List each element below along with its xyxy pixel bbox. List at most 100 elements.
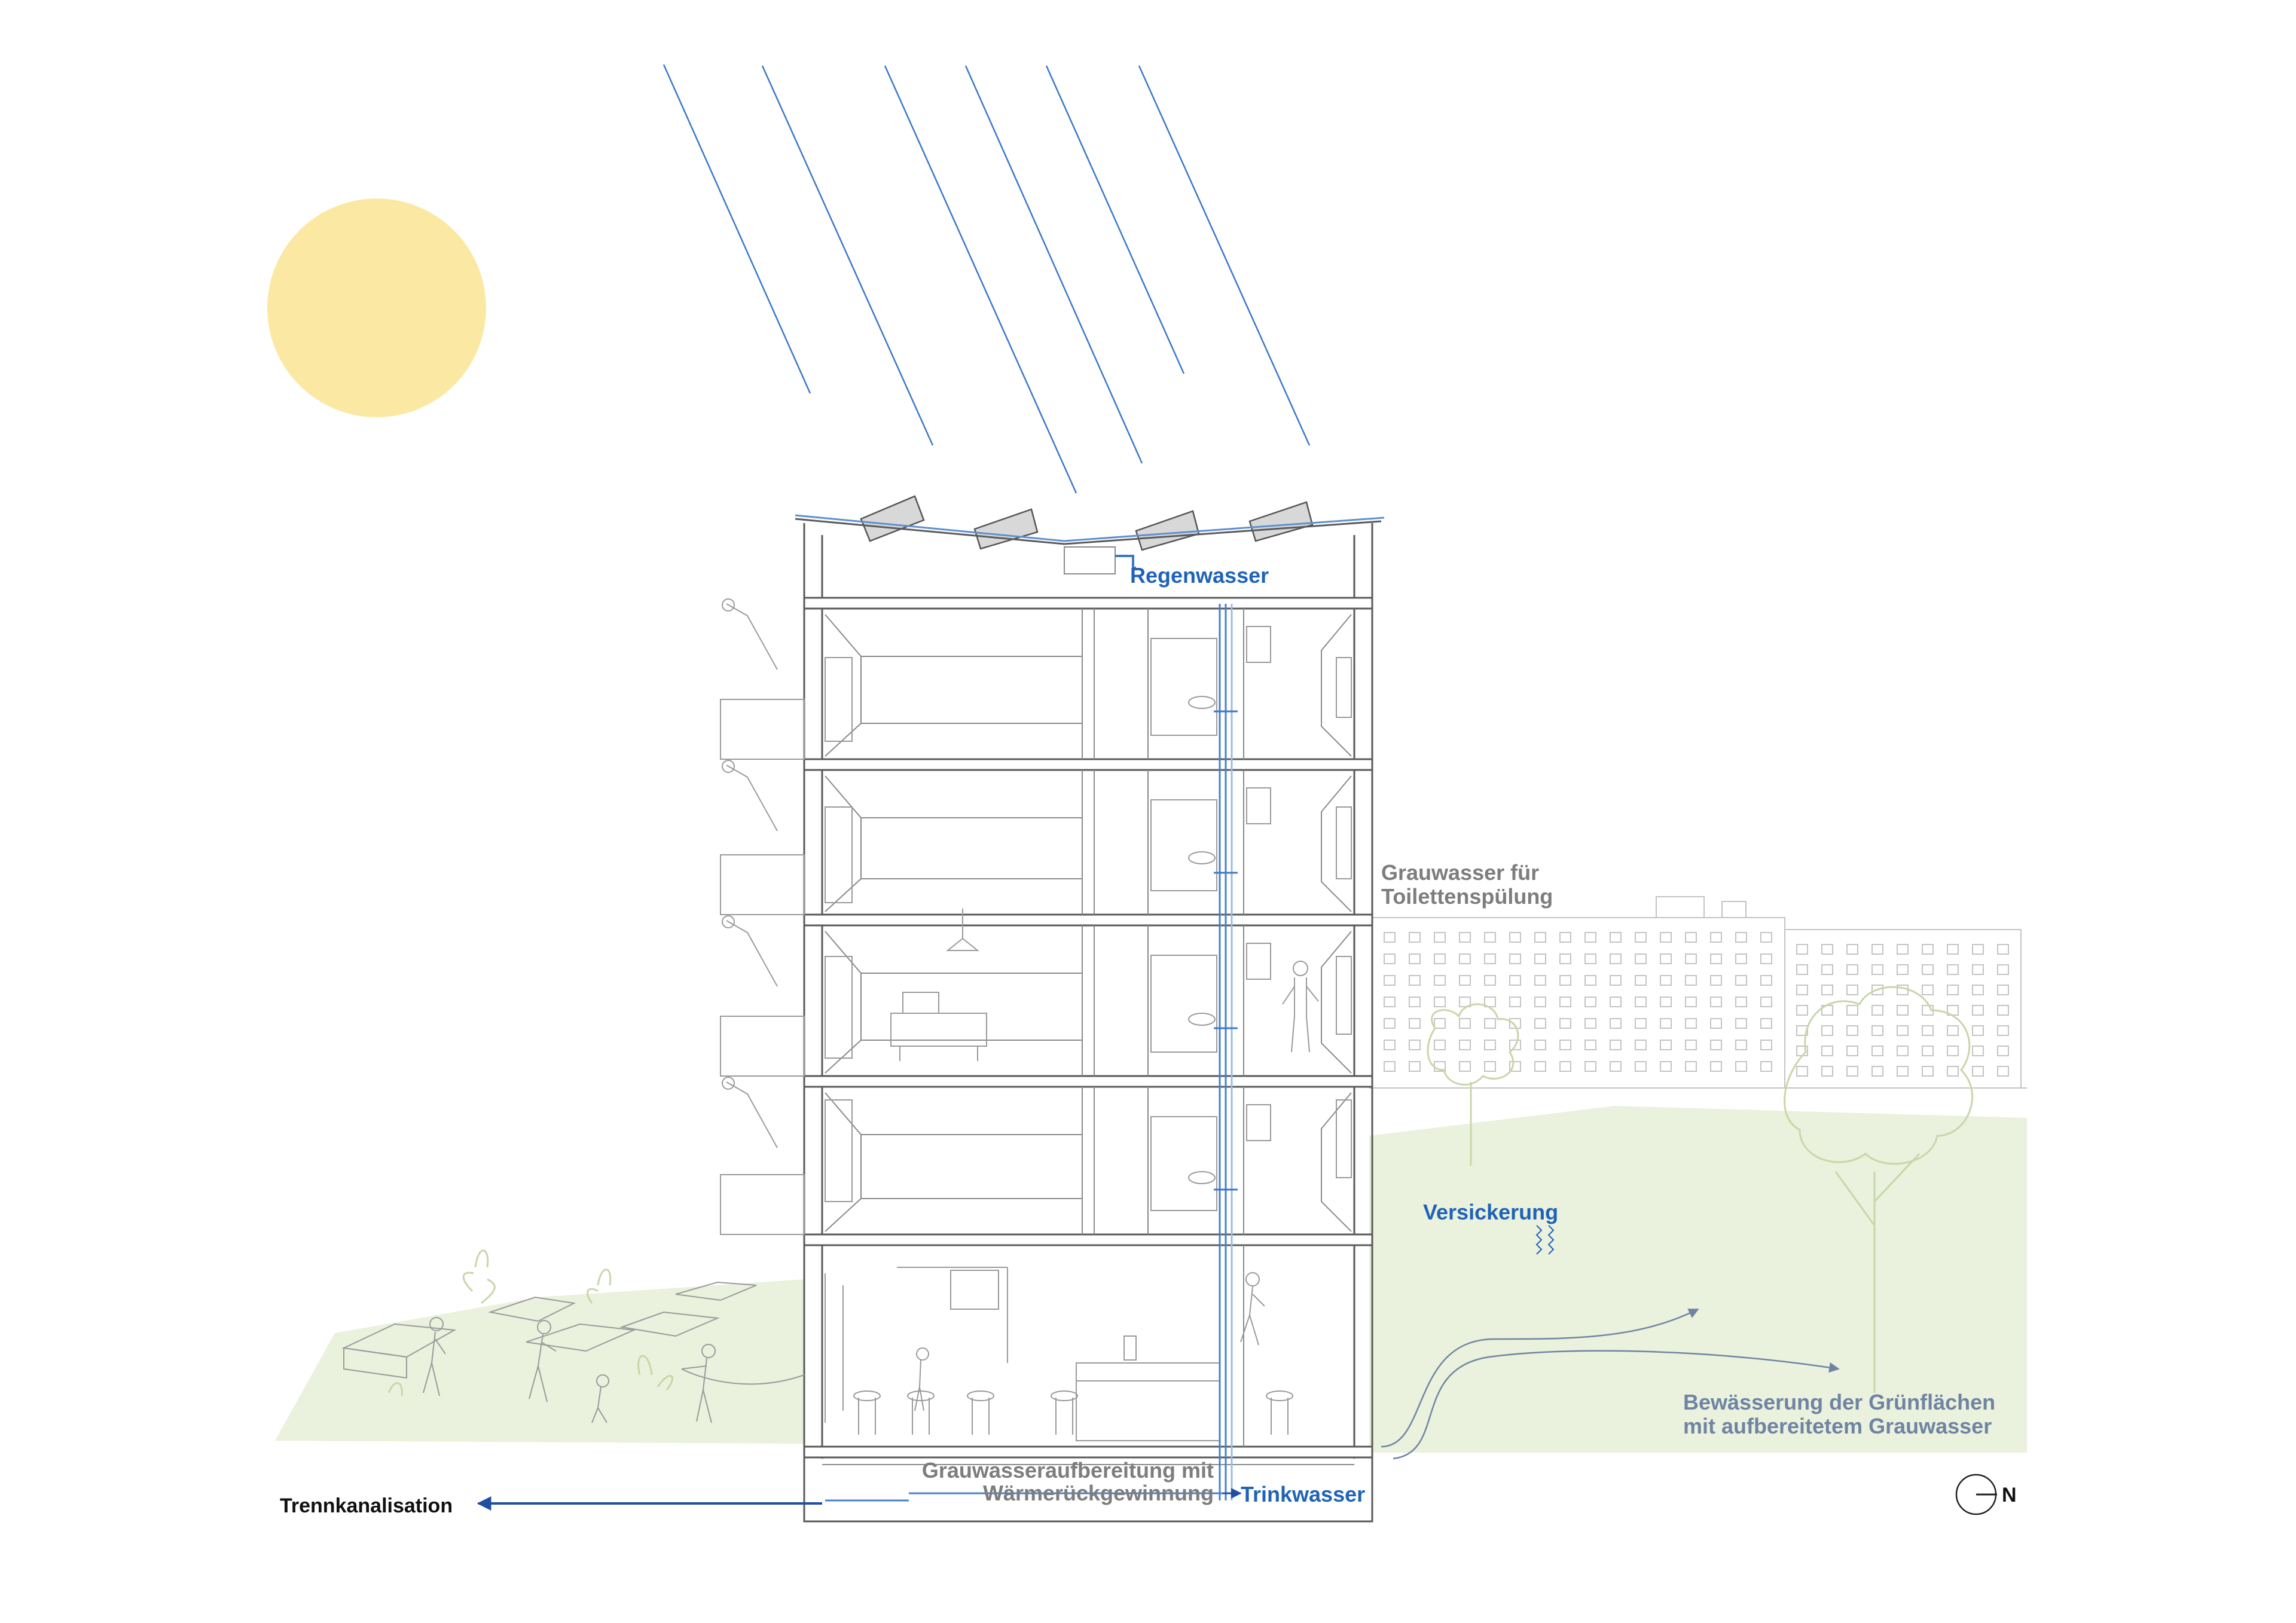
toilet-bowl (1188, 696, 1216, 709)
bg-window (1509, 1040, 1521, 1050)
bg-window (1997, 1005, 2009, 1016)
bg-window (1584, 1061, 1596, 1072)
bg-window (1897, 964, 1909, 975)
toilet-cistern (1246, 787, 1271, 824)
window (825, 657, 853, 742)
bg-window (1710, 975, 1722, 986)
bg-window (1735, 932, 1747, 943)
bg-window (1409, 932, 1421, 943)
bg-window (1660, 1040, 1672, 1050)
bg-window (1897, 1005, 1909, 1016)
bg-window (1635, 1040, 1647, 1050)
person-icon (1282, 961, 1319, 1053)
tree-icon (1784, 986, 1973, 1393)
bg-window (1735, 953, 1747, 964)
bg-window (1559, 975, 1571, 986)
label-bewaesserung-line-2: mit aufbereitetem Grauwasser (1683, 1414, 1992, 1438)
bg-window (1735, 975, 1747, 986)
bg-window (1846, 1005, 1858, 1016)
bg-window (1459, 975, 1471, 986)
irrigation-arrow-upper (1381, 1308, 1699, 1448)
sun-icon (267, 198, 486, 417)
bg-window (1760, 953, 1772, 964)
floor-slab (803, 597, 1373, 610)
bg-window (1871, 964, 1883, 975)
label-grauwasser-line-2: Toilettenspülung (1381, 884, 1553, 909)
awning-roll (722, 760, 735, 773)
window (825, 956, 853, 1059)
bg-window (1735, 1040, 1747, 1050)
bg-window (1559, 1018, 1571, 1029)
bg-window (1997, 964, 2009, 975)
label-grauwasser-line-1: Grauwasser für (1381, 860, 1539, 885)
bg-window (1610, 975, 1622, 986)
bg-window (1947, 1025, 1959, 1036)
stool (853, 1390, 881, 1401)
bg-window (1559, 932, 1571, 943)
bathroom-pod (1150, 799, 1217, 891)
bathroom-pod (1150, 638, 1217, 736)
bg-window (1972, 1025, 1984, 1036)
garden-plants (387, 1249, 673, 1396)
bg-window (1635, 997, 1647, 1007)
bg-window (1534, 975, 1546, 986)
building-section (720, 514, 1385, 1523)
bg-window (1459, 1040, 1471, 1050)
floor-slab (803, 758, 1373, 771)
bg-window (1796, 964, 1808, 975)
awning-roll (722, 915, 735, 928)
bg-window (1846, 944, 1858, 955)
bg-window (1534, 1040, 1546, 1050)
garden (341, 1273, 844, 1423)
perspective-line (825, 931, 862, 1074)
bg-window (1760, 1018, 1772, 1029)
bg-window (1559, 953, 1571, 964)
bg-window (1760, 997, 1772, 1007)
bg-window (1484, 1018, 1496, 1029)
bg-window (1947, 1066, 1959, 1077)
bg-window (1710, 1018, 1722, 1029)
bg-window (1635, 975, 1647, 986)
bg-window (1760, 1040, 1772, 1050)
bg-window (1534, 932, 1546, 943)
perspective-line (825, 614, 862, 757)
bg-window (1897, 1025, 1909, 1036)
bg-window (1610, 953, 1622, 964)
floor-slab (803, 1075, 1373, 1088)
awning (726, 1081, 778, 1148)
window (825, 1099, 853, 1202)
bg-window (1821, 1025, 1833, 1036)
bg-window (1409, 1061, 1421, 1072)
bg-window (1821, 944, 1833, 955)
awning-roll (722, 598, 735, 612)
bg-window (1534, 953, 1546, 964)
bg-window (1409, 1040, 1421, 1050)
bg-window (1922, 985, 1934, 995)
toilet-cistern (1246, 943, 1271, 980)
person-icon (1240, 1272, 1265, 1346)
bg-window (1484, 997, 1496, 1007)
bg-window (1384, 953, 1396, 964)
window (1336, 657, 1352, 718)
bg-window (1922, 964, 1934, 975)
green-area-ground (1369, 1106, 2027, 1453)
bg-window (1846, 985, 1858, 995)
bg-window (1559, 1061, 1571, 1072)
bg-window (1509, 1018, 1521, 1029)
floor-slab (803, 913, 1373, 927)
bg-window (1660, 997, 1672, 1007)
bg-window (1685, 932, 1697, 943)
bg-window (1710, 997, 1722, 1007)
stool (1051, 1390, 1078, 1401)
floor-slab (803, 1445, 1373, 1459)
background-buildings (1369, 896, 2027, 1089)
bg-window (1871, 1005, 1883, 1016)
bg-window (1685, 1040, 1697, 1050)
bg-window (1459, 1018, 1471, 1029)
bg-window (1760, 932, 1772, 943)
bg-window (1635, 1018, 1647, 1029)
stool (1266, 1390, 1293, 1401)
bg-window (1584, 975, 1596, 986)
bg-window (1997, 1025, 2009, 1036)
bg-window (1584, 953, 1596, 964)
